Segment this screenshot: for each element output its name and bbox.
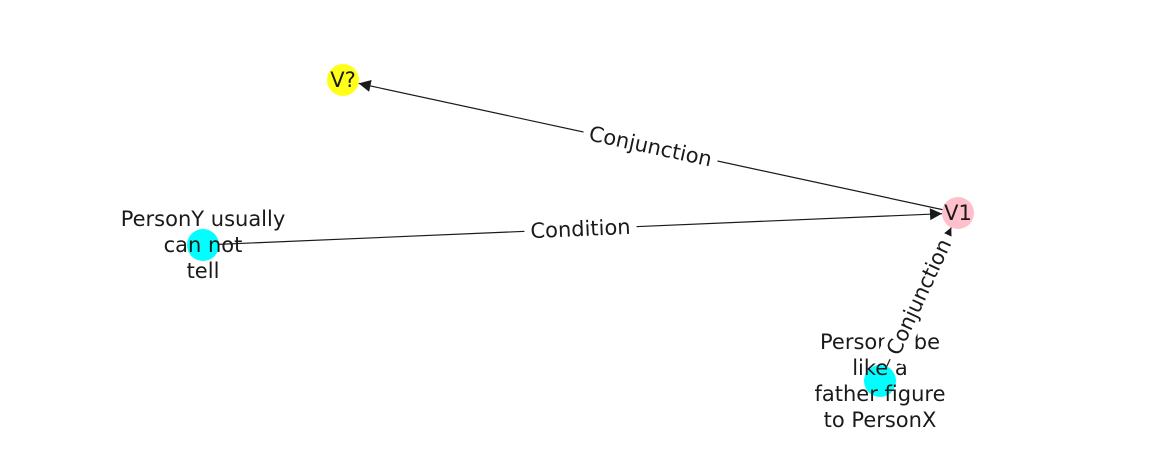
edge-label-background: [580, 118, 721, 175]
node-label-line: can not: [164, 233, 243, 257]
edge-label-text: Conjunction: [587, 122, 714, 172]
node-v1: V1: [942, 197, 974, 229]
node-label-line: V1: [944, 201, 972, 225]
edge-label-text: Condition: [530, 215, 631, 243]
node-label-line: father figure: [815, 382, 946, 406]
node-label-line: to PersonX: [824, 408, 937, 432]
edge-label-cond-to-v1: Condition: [523, 212, 638, 246]
node-circle: [942, 197, 974, 229]
node-circle: [187, 229, 219, 261]
node-label-line: V?: [330, 68, 356, 92]
node-label-line: PersonY usually: [121, 207, 286, 231]
edge-label-background: [877, 228, 961, 366]
edge-label-v1-to-v_q: Conjunction: [580, 118, 721, 175]
node-circle: [327, 64, 359, 96]
node-circle: [864, 365, 896, 397]
node-v_q: V?: [327, 64, 359, 96]
node-label-line: tell: [187, 259, 220, 283]
edge-label-background: [523, 212, 638, 246]
